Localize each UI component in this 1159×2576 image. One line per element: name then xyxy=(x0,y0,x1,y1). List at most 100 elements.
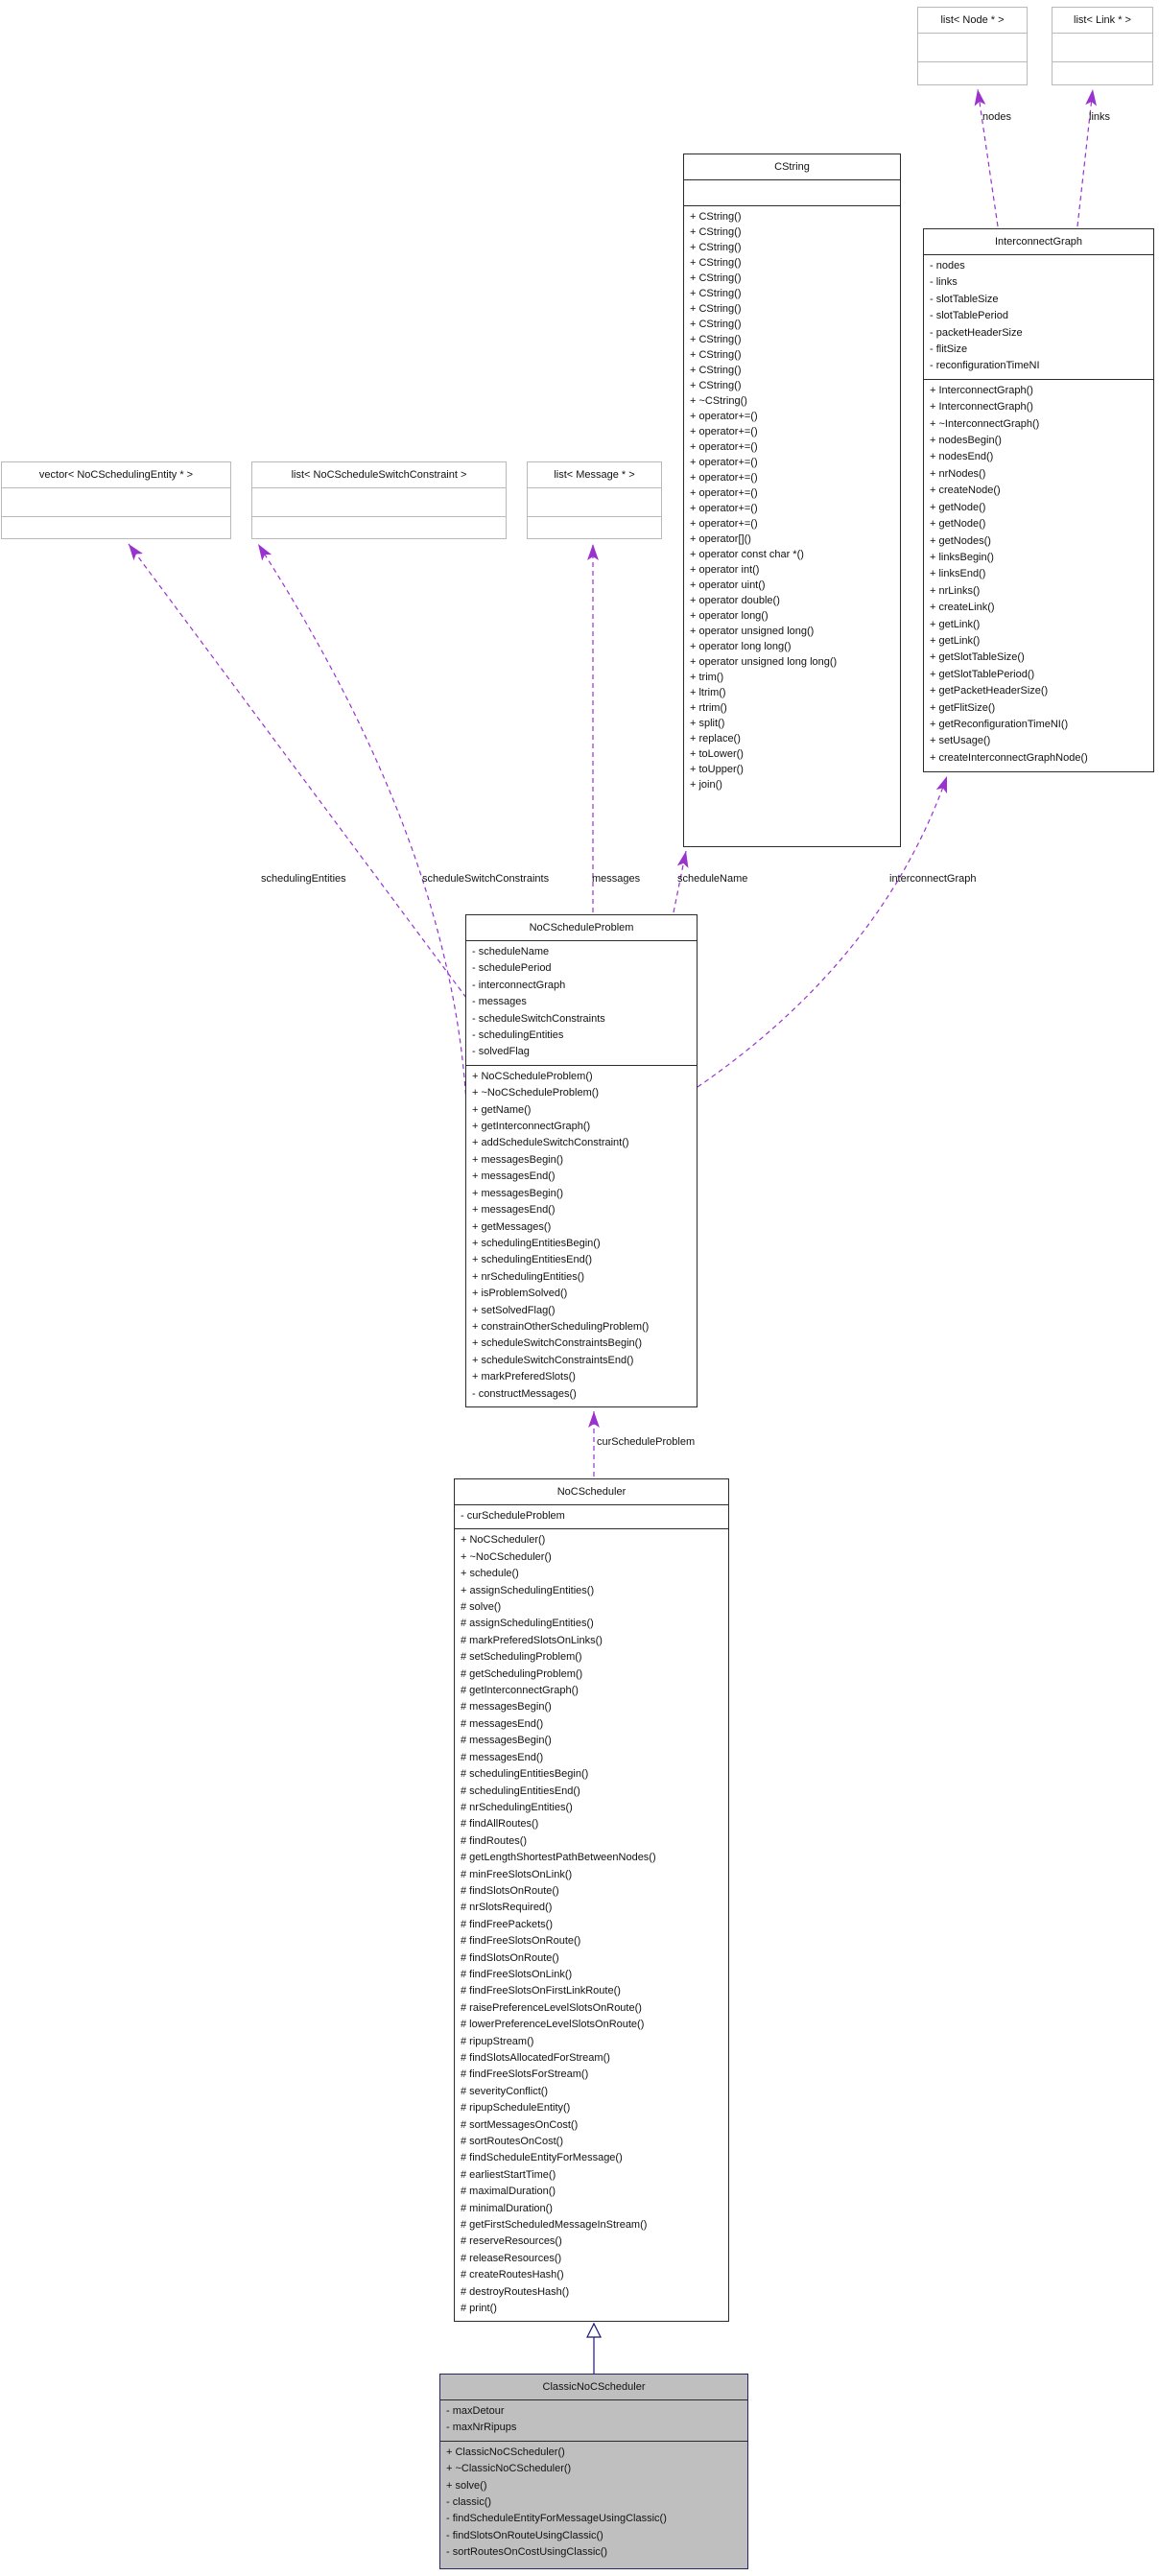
method-row: + operator+=() xyxy=(690,426,758,437)
attribute-row: - messages xyxy=(472,996,527,1008)
method-row: # messagesEnd() xyxy=(461,1751,544,1763)
methods-section xyxy=(918,61,1027,84)
method-row: # lowerPreferenceLevelSlotsOnRoute() xyxy=(461,2019,645,2031)
edge-label-nodes: nodes xyxy=(982,111,1011,123)
class-box-nocscheduler[interactable]: NoCScheduler- curScheduleProblem+ NoCSch… xyxy=(454,1478,729,2322)
method-row: + CString() xyxy=(690,257,742,269)
method-row: + getNode() xyxy=(930,501,986,513)
class-box-vector-nocschedulingentity[interactable]: vector< NoCSchedulingEntity * > xyxy=(1,461,231,539)
method-row: # assignSchedulingEntities() xyxy=(461,1618,594,1630)
method-row: # getInterconnectGraph() xyxy=(461,1685,579,1697)
method-row: + operator double() xyxy=(690,595,780,606)
method-row: + setSolvedFlag() xyxy=(472,1304,556,1316)
method-row: + toUpper() xyxy=(690,764,744,775)
attribute-row: - scheduleName xyxy=(472,946,550,957)
method-row: + setUsage() xyxy=(930,735,991,747)
inheritance-triangle-icon xyxy=(586,2322,602,2338)
class-box-list-node-ptr[interactable]: list< Node * > xyxy=(917,7,1028,85)
method-row: # messagesBegin() xyxy=(461,1735,552,1747)
method-row: + getMessages() xyxy=(472,1220,552,1233)
method-row: # ripupScheduleEntity() xyxy=(461,2102,571,2115)
method-row: + getPacketHeaderSize() xyxy=(930,685,1049,697)
method-row: + createInterconnectGraphNode() xyxy=(930,751,1088,764)
edge-usage-scheduling-entities xyxy=(128,543,467,999)
method-row: + scheduleSwitchConstraintsEnd() xyxy=(472,1354,634,1366)
method-row: # findFreeSlotsForStream() xyxy=(461,2068,589,2081)
edge-label-links: links xyxy=(1089,111,1111,123)
attribute-row: - links xyxy=(930,276,958,289)
method-row: # findAllRoutes() xyxy=(461,1818,539,1831)
method-row: # findSlotsAllocatedForStream() xyxy=(461,2052,610,2064)
method-row: + nodesBegin() xyxy=(930,435,1002,447)
method-row: + scheduleSwitchConstraintsBegin() xyxy=(472,1337,643,1350)
method-row: + CString() xyxy=(690,365,742,376)
method-row: # raisePreferenceLevelSlotsOnRoute() xyxy=(461,2001,642,2014)
method-row: # solve() xyxy=(461,1601,502,1614)
attribute-row: - solvedFlag xyxy=(472,1046,530,1058)
method-row: + ~NoCScheduler() xyxy=(461,1550,552,1563)
method-row: + operator unsigned long long() xyxy=(690,656,838,668)
edge-label-interconnect-graph: interconnectGraph xyxy=(889,873,977,885)
attributes-section: - nodes- links- slotTableSize- slotTable… xyxy=(924,254,1153,379)
attributes-section xyxy=(2,487,230,516)
class-title: ClassicNoCScheduler xyxy=(542,2381,646,2393)
method-row: + addScheduleSwitchConstraint() xyxy=(472,1137,629,1149)
method-row: # sortRoutesOnCost() xyxy=(461,2136,563,2148)
class-box-classicnocscheduler[interactable]: ClassicNoCScheduler- maxDetour- maxNrRip… xyxy=(439,2374,748,2569)
methods-section: + CString() + CString() + CString() + CStri… xyxy=(684,205,900,846)
method-row: + getNodes() xyxy=(930,534,991,547)
methods-section xyxy=(1053,61,1152,84)
attribute-row: - schedulePeriod xyxy=(472,962,552,975)
method-row: + messagesBegin() xyxy=(472,1187,564,1199)
methods-section xyxy=(2,516,230,538)
method-row: + CString() xyxy=(690,211,742,223)
method-row: + ~CString() xyxy=(690,395,747,407)
method-row: + CString() xyxy=(690,319,742,330)
method-row: # releaseResources() xyxy=(461,2252,562,2264)
class-box-list-nocscheduleswitchconstraint[interactable]: list< NoCScheduleSwitchConstraint > xyxy=(251,461,507,539)
class-title: vector< NoCSchedulingEntity * > xyxy=(38,469,194,481)
method-row: # maximalDuration() xyxy=(461,2186,556,2198)
class-box-cstring[interactable]: CString+ CString()+ CString()+ CString()… xyxy=(683,154,901,847)
method-row: + schedule() xyxy=(461,1568,519,1580)
method-row: # earliestStartTime() xyxy=(461,2168,556,2181)
class-box-list-link-ptr[interactable]: list< Link * > xyxy=(1052,7,1153,85)
method-row: + operator+=() xyxy=(690,503,758,514)
method-row: + getReconfigurationTimeNI() xyxy=(930,718,1069,730)
method-row: + trim() xyxy=(690,672,724,683)
method-row: + createLink() xyxy=(930,602,995,614)
attributes-section xyxy=(684,179,900,205)
edge-label-messages: messages xyxy=(592,873,641,885)
method-row: # createRoutesHash() xyxy=(461,2269,564,2281)
method-row: # minimalDuration() xyxy=(461,2202,553,2214)
method-row: - classic() xyxy=(446,2496,492,2509)
method-row: + join() xyxy=(690,779,722,791)
method-row: + operator+=() xyxy=(690,441,758,453)
attribute-row: - slotTableSize xyxy=(930,293,999,305)
class-box-list-message-ptr[interactable]: list< Message * > xyxy=(527,461,662,539)
class-box-nocscheduleproblem[interactable]: NoCScheduleProblem - scheduleName - schedu… xyxy=(465,914,698,1407)
method-row: + getNode() xyxy=(930,518,986,531)
method-row: + operator[]() xyxy=(690,533,751,545)
attribute-row: - reconfigurationTimeNI xyxy=(930,360,1040,372)
attribute-row: - schedulingEntities xyxy=(472,1029,564,1042)
method-row: - findSlotsOnRouteUsingClassic() xyxy=(446,2529,603,2541)
method-row: # sortMessagesOnCost() xyxy=(461,2118,579,2131)
method-row: + operator uint() xyxy=(690,579,766,591)
method-row: # messagesBegin() xyxy=(461,1701,552,1713)
method-row: + messagesEnd() xyxy=(472,1170,556,1183)
class-box-interconnect-graph[interactable]: InterconnectGraph- nodes- links- slotTab… xyxy=(923,228,1154,772)
class-title: list< Message * > xyxy=(554,469,635,481)
attributes-section: - scheduleName- schedulePeriod- intercon… xyxy=(466,940,697,1065)
method-row: # findScheduleEntityForMessage() xyxy=(461,2152,623,2164)
method-row: - constructMessages() xyxy=(472,1387,577,1400)
edge-label-schedule-name: scheduleName xyxy=(677,873,748,885)
method-row: # schedulingEntitiesBegin() xyxy=(461,1768,589,1781)
method-row: # print() xyxy=(461,2303,497,2315)
method-row: + rtrim() xyxy=(690,702,727,714)
method-row: # getFirstScheduledMessageInStream() xyxy=(461,2219,648,2232)
method-row: + operator unsigned long() xyxy=(690,626,815,637)
class-title: NoCScheduleProblem xyxy=(529,922,634,934)
method-row: + CString() xyxy=(690,349,742,361)
